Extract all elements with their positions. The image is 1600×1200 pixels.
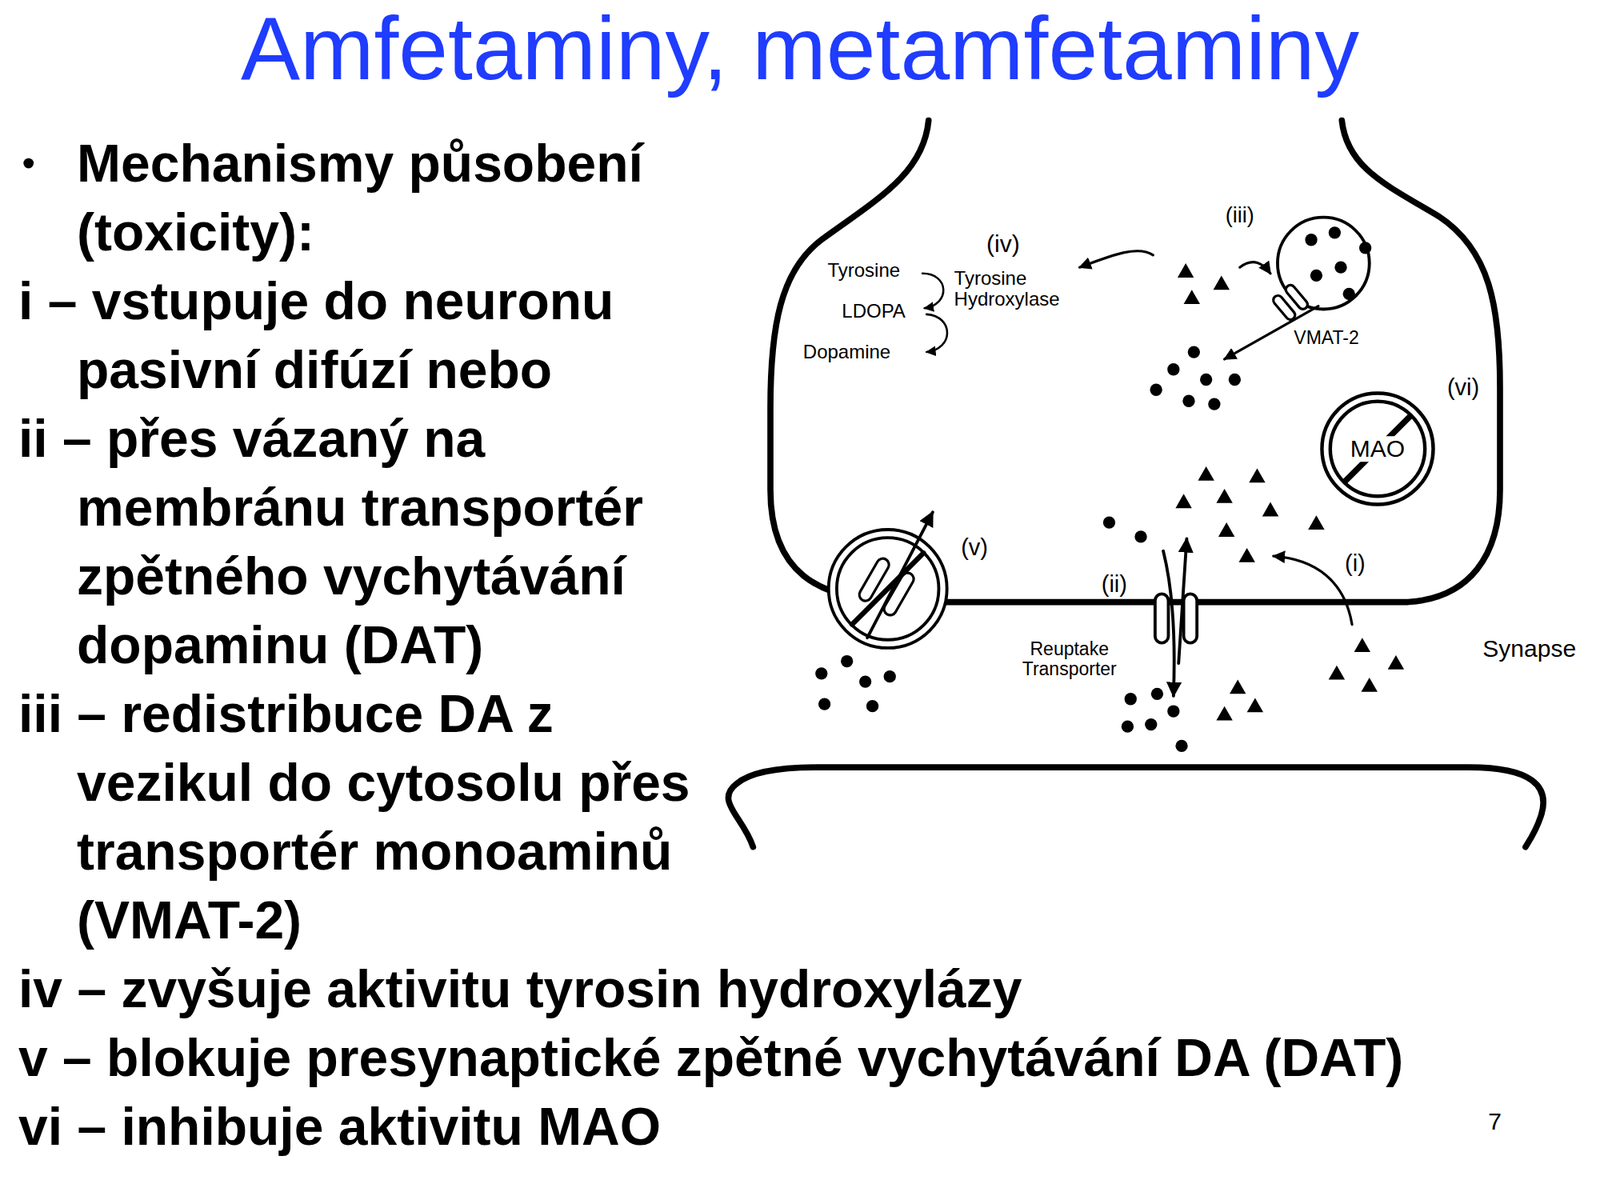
blocked-transporter [828,512,948,648]
transporter-label: Reuptake Transporter [1009,639,1130,680]
arrow [926,314,948,352]
list-item: ii – přes vázaný na membránu transportér… [18,404,724,680]
list-item: i – vstupuje do neuronu pasivní difúzí n… [18,266,724,404]
callout-number: (iv) [986,229,1020,256]
arrow [1163,551,1175,696]
molecule-label: Dopamine [803,341,891,363]
callout-number: (v) [960,535,988,561]
callout-number: (vi) [1447,375,1480,401]
list-item: iii – redistribuce DA z vezikul do cytos… [18,679,724,955]
arrow [1240,262,1271,274]
list-item: vi – inhibuje aktivitu MAO [18,1092,1579,1161]
dopamine-dots [815,226,1372,752]
list-item: iv – zvyšuje aktivitu tyrosin hydroxyláz… [18,954,1579,1024]
bullet-dot [23,158,34,169]
inhibited-enzyme-circle: MAO [1318,389,1437,508]
list-item: v – blokuje presynaptické zpětné vychytá… [18,1023,1579,1092]
slide-title: Amfetaminy, metamfetaminy [0,4,1600,94]
molecule-label: Tyrosine [827,260,900,281]
page-number: 7 [1488,1107,1502,1134]
arrow [1079,251,1153,268]
postsynaptic-membrane [728,767,1544,847]
arrow [1273,556,1352,624]
list-heading: Mechanismy působení (toxicity): [18,128,724,267]
mechanism-list: Mechanismy působení (toxicity):i – vstup… [18,128,1579,1161]
arrow [1178,538,1187,664]
region-label: Synapse [1482,634,1576,661]
transporter-label: VMAT-2 [1293,328,1359,349]
molecule-label: LDOPA [841,300,906,322]
enzyme-label: Tyrosine Hydroxylase [954,268,1075,311]
reuptake-transporter [1155,593,1197,643]
callout-number: (ii) [1101,572,1128,598]
callout-number: (i) [1344,551,1366,577]
enzyme-name: MAO [1348,436,1407,462]
arrow [922,273,944,308]
callout-number: (iii) [1225,204,1255,229]
